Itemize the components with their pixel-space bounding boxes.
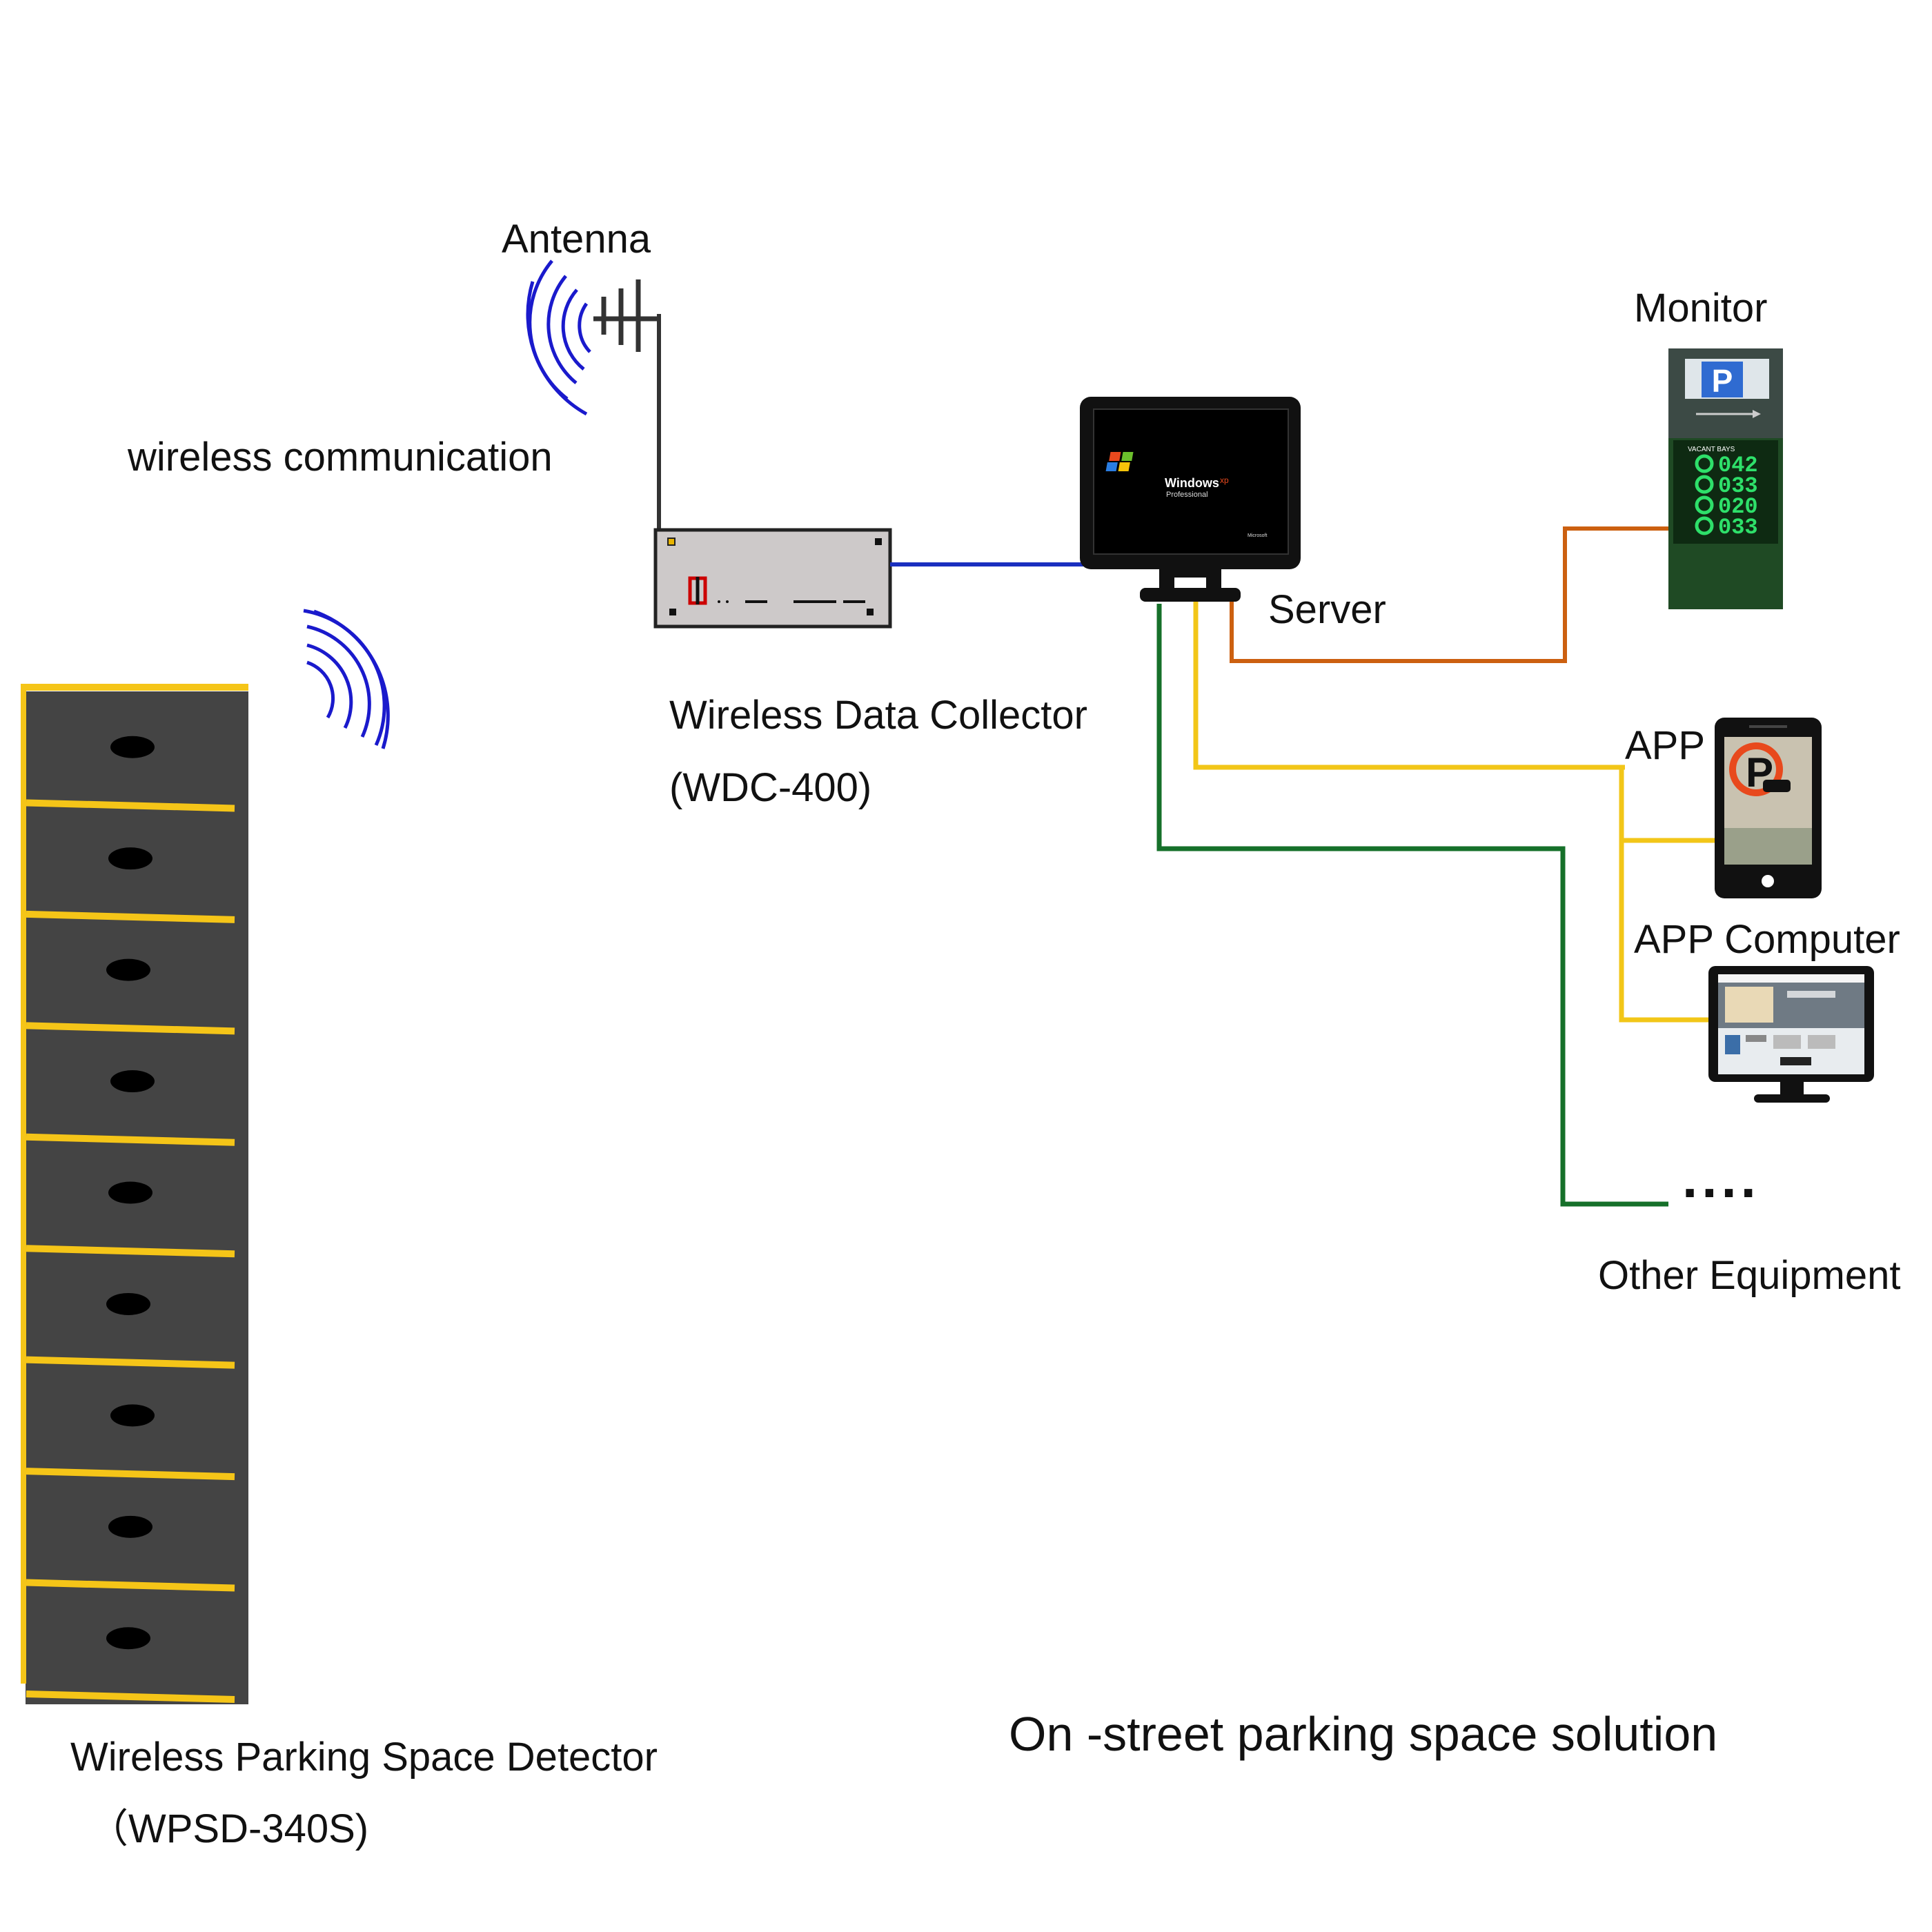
antenna-label: Antenna: [502, 219, 651, 259]
server-label: Server: [1268, 590, 1386, 630]
parking-sensor: [106, 959, 150, 981]
solution-title: On -street parking space solution: [1009, 1710, 1717, 1758]
other-equipment-label: Other Equipment: [1598, 1256, 1900, 1296]
parking-sensor: [110, 1070, 155, 1092]
antenna-icon: [593, 279, 659, 531]
other-equipment-dots: ....: [1682, 1151, 1760, 1206]
parking-sensor: [110, 736, 155, 758]
link-server-other: [1159, 604, 1668, 1204]
collector-name-label: Wireless Data Collector: [669, 696, 1087, 736]
monitor-label: Monitor: [1634, 288, 1767, 328]
os-edition: Professional: [1166, 491, 1208, 499]
link-server-app: [1196, 597, 1625, 767]
wireless-communication-label: wireless communication: [128, 437, 553, 477]
data-collector-device: [656, 530, 890, 627]
smartphone: P: [1715, 718, 1822, 898]
app-computer: [1708, 966, 1874, 1103]
antenna-signal-waves: [528, 261, 590, 414]
parking-guidance-sign: P VACANT BAYS 042033020033: [1668, 348, 1783, 609]
server-computer: Windows xp Professional Microsoft: [1080, 397, 1301, 602]
parking-sensor: [108, 847, 152, 869]
link-app-branch: [1621, 767, 1711, 1020]
sign-count-value: 033: [1718, 515, 1758, 540]
os-version: xp: [1220, 475, 1229, 485]
detector-name-label: Wireless Parking Space Detector: [70, 1737, 658, 1777]
app-label: APP: [1625, 726, 1705, 766]
parking-sensor: [106, 1627, 150, 1649]
detector-signal-waves: [304, 611, 388, 749]
parking-sensor: [110, 1404, 155, 1426]
app-computer-label: APP Computer: [1634, 920, 1900, 960]
os-brand: Windows: [1165, 476, 1219, 490]
parking-p-symbol: P: [1712, 363, 1733, 399]
parking-bays: [21, 687, 248, 1704]
parking-sensor: [108, 1182, 152, 1204]
detector-model-label: （WPSD-340S): [88, 1809, 368, 1849]
parking-sensor: [106, 1293, 150, 1315]
collector-model-label: (WDC-400): [669, 768, 871, 808]
parking-sensor: [108, 1516, 152, 1538]
os-vendor: Microsoft: [1248, 533, 1267, 538]
